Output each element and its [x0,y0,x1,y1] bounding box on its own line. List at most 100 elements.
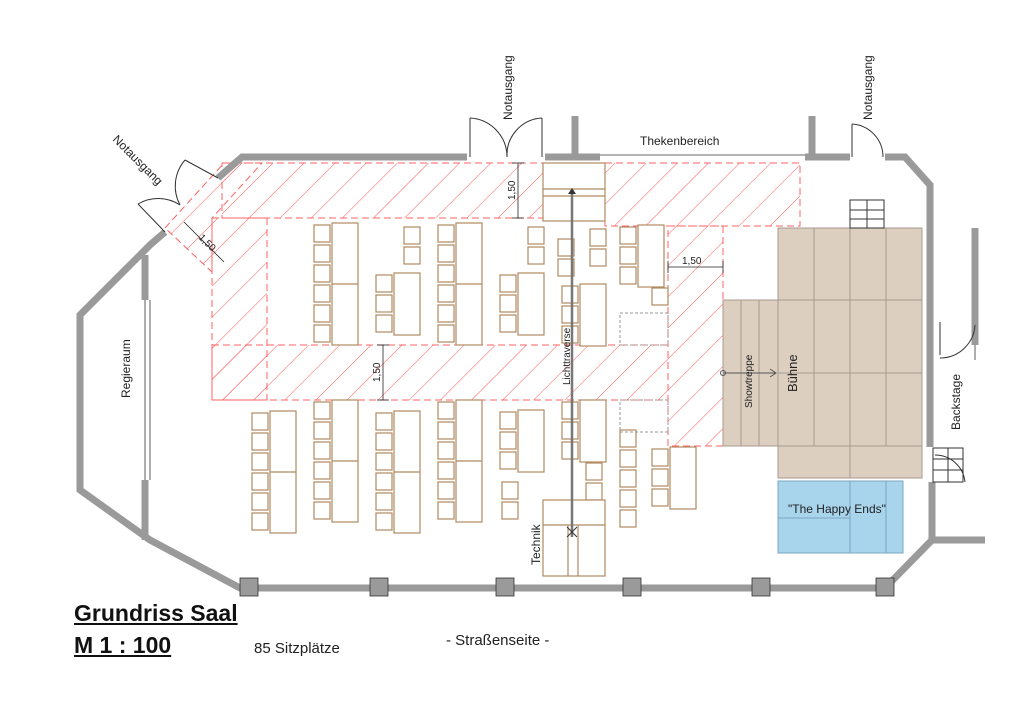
wall-outline [144,154,976,480]
chair [557,238,575,257]
chair [313,224,331,243]
chair [313,284,331,303]
chair [313,324,331,343]
chair [585,482,603,501]
chair [375,452,393,471]
chair [375,314,393,333]
escape-area-middle [211,344,669,401]
label-band: "The Happy Ends" [788,502,886,516]
chair [375,472,393,491]
chair [619,489,637,508]
chair [375,492,393,511]
label-show-stairs: Showtreppe [744,354,755,408]
chair [499,411,517,430]
label-tech: Technik [529,523,543,565]
chair [527,246,545,265]
chair [313,461,331,480]
table [517,409,545,473]
chair [561,325,579,344]
chair [375,274,393,293]
chair [437,461,455,480]
stairs-stage [849,199,885,229]
chair [313,501,331,520]
escape-route-areas [164,162,801,447]
dimension-middle: 1,50 [372,362,383,382]
chair [651,287,669,306]
chair [251,472,269,491]
dimension-top: 1,50 [507,180,518,200]
chair [403,246,421,265]
chair [437,264,455,283]
chair [619,509,637,528]
label-stage: Bühne [785,354,800,392]
chair [619,266,637,285]
label-emergency-exit-top-right: Notausgang [861,55,875,120]
chair [619,226,637,245]
chair [437,244,455,263]
chair [313,401,331,420]
escape-area-top-right [604,162,801,227]
plan-scale: M 1 : 100 [74,632,172,658]
street-side-label: - Straßenseite - [446,632,550,649]
facade-pillars [239,577,895,597]
chair [313,244,331,263]
chair [251,432,269,451]
chair [561,285,579,304]
chair [437,441,455,460]
stairs-backstage [932,447,966,483]
chair [585,462,603,481]
chair [313,304,331,323]
chair [375,412,393,431]
chair [589,248,607,267]
chair [561,401,579,420]
label-backstage: Backstage [949,374,963,430]
chair [375,432,393,451]
plan-title: Grundriss Saal [74,600,238,626]
backstage-door [939,322,976,359]
walls [76,116,985,592]
table [393,272,421,336]
chair [437,481,455,500]
chair [501,501,519,520]
emergency-door-top-left [137,159,219,233]
chair [561,421,579,440]
escape-area-top-left [221,162,544,219]
chair [437,304,455,323]
label-light-truss: Lichttraverse [562,327,573,385]
chair [557,258,575,277]
chair [619,449,637,468]
chair [403,226,421,245]
chair [499,274,517,293]
dimension-lines [183,162,724,401]
seat-count: 85 Sitzplätze [254,640,340,657]
seating [251,222,697,534]
table [637,224,665,288]
chair [313,421,331,440]
chair [527,226,545,245]
tech-desk [542,499,606,577]
table [579,283,607,347]
chair [619,469,637,488]
table [517,272,545,336]
chair [499,451,517,470]
chair [437,421,455,440]
chair [313,481,331,500]
label-control-room: Regieraum [119,339,133,398]
label-bar-area: Thekenbereich [640,134,719,148]
chair [437,324,455,343]
chair [561,305,579,324]
chair [499,294,517,313]
emergency-door-top-center [469,117,543,158]
chair [313,264,331,283]
chair [589,228,607,247]
chair [651,468,669,487]
chair [651,488,669,507]
chair [251,412,269,431]
chair [251,492,269,511]
table [669,446,697,510]
chair [501,481,519,500]
chair [437,284,455,303]
chair [651,448,669,467]
chair [499,431,517,450]
